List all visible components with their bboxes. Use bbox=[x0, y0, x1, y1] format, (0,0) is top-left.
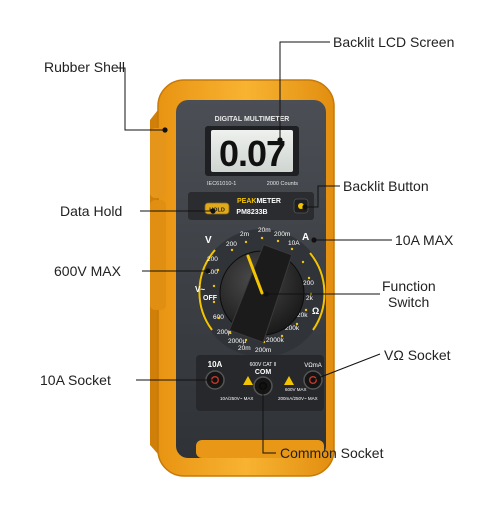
brand-meter: METER bbox=[256, 198, 281, 205]
callout-function-switch-line2: Switch bbox=[388, 294, 430, 310]
callout-common-socket: Common Socket bbox=[280, 445, 384, 461]
side-grip-lower bbox=[150, 200, 166, 310]
callout-lines bbox=[116, 41, 392, 454]
callout-function-switch-line1: Function bbox=[382, 278, 436, 294]
dial-ticks bbox=[212, 236, 313, 344]
callout-data-hold: Data Hold bbox=[60, 203, 123, 219]
dial-200m: 200m bbox=[274, 231, 290, 238]
dial-200ohm: 200 bbox=[303, 280, 314, 287]
shell-foot bbox=[196, 440, 324, 458]
lcd-reading: 0.07 bbox=[219, 133, 285, 174]
dot-10a-max bbox=[311, 237, 317, 243]
socket-com-label: COM bbox=[255, 369, 272, 376]
line-vohm bbox=[312, 353, 381, 381]
dot-function-switch bbox=[263, 291, 269, 297]
warning-icon-left bbox=[243, 376, 253, 385]
dial-arc-left bbox=[198, 249, 216, 331]
callout-600v-max: 600V MAX bbox=[54, 263, 121, 279]
dot-common bbox=[260, 383, 266, 389]
warning-icon-right bbox=[284, 376, 294, 385]
brand-logo: PEAKMETER bbox=[237, 198, 281, 205]
dial-20k: 20k bbox=[297, 312, 308, 319]
dial-2000u: 2000µ bbox=[228, 338, 246, 345]
dial-200m-b: 200m bbox=[255, 347, 271, 354]
dial-arc-right bbox=[309, 252, 326, 331]
line-lcd bbox=[279, 41, 330, 140]
side-grip bbox=[150, 128, 166, 198]
dial-v-ac: V~ bbox=[195, 285, 205, 294]
dial-a-dc: A bbox=[302, 232, 309, 243]
callout-dots bbox=[162, 127, 317, 389]
dial-v-dc: V bbox=[205, 235, 212, 246]
dot-backlit bbox=[302, 204, 308, 210]
dot-data-hold bbox=[210, 208, 216, 214]
function-switch-knob[interactable] bbox=[219, 244, 305, 344]
callout-10a-max: 10A MAX bbox=[395, 232, 454, 248]
callout-backlit-button: Backlit Button bbox=[343, 178, 429, 194]
brand-peak: PEAK bbox=[237, 198, 256, 205]
dial-off: OFF bbox=[203, 295, 218, 302]
dial-labels: V V~ OFF A 200 2m 20m 200m 10A 600 200 6… bbox=[195, 227, 319, 354]
line-backlit bbox=[305, 185, 340, 208]
dial-600a: 600 bbox=[207, 269, 218, 276]
dot-rubber-shell bbox=[162, 127, 168, 133]
device-header: DIGITAL MULTIMETER bbox=[215, 116, 290, 123]
max-200ma-text: 200mA/250V~ MAX bbox=[278, 396, 318, 401]
dial-20m-b: 20m bbox=[238, 345, 251, 352]
max-10a-text: 10A/250V~ MAX bbox=[220, 396, 253, 401]
callout-vohm-socket: VΩ Socket bbox=[384, 347, 451, 363]
counts-label: 2000 Counts bbox=[267, 181, 298, 187]
max-600v-text: 600V MAX bbox=[285, 387, 307, 392]
dial-200a: 200 bbox=[226, 241, 237, 248]
dot-600v-max bbox=[205, 268, 211, 274]
standard-label: IEC61010-1 bbox=[207, 181, 236, 187]
callout-backlit-lcd-screen: Backlit LCD Screen bbox=[333, 34, 455, 50]
dot-vohm bbox=[310, 377, 316, 383]
dial-ohm: Ω bbox=[312, 306, 319, 316]
line-common bbox=[262, 386, 276, 454]
dot-lcd bbox=[277, 137, 283, 143]
callout-10a-socket: 10A Socket bbox=[40, 372, 111, 388]
dial-10a: 10A bbox=[288, 240, 300, 247]
dial-2m: 2m bbox=[240, 231, 249, 238]
line-rubber-shell bbox=[116, 67, 165, 131]
hold-button-label: HOLD bbox=[209, 208, 225, 214]
lcd-screen bbox=[211, 130, 293, 172]
socket-10a-label: 10A bbox=[208, 360, 223, 369]
socket-vohm-label: VΩmA bbox=[304, 363, 322, 369]
dial-2000k: 2000k bbox=[266, 337, 284, 344]
dial-200u: 200µ bbox=[217, 329, 232, 336]
callout-rubber-shell: Rubber Shell bbox=[44, 59, 125, 75]
dial-200k: 200k bbox=[285, 325, 300, 332]
model-label: PM8233B bbox=[236, 209, 267, 216]
cat-label: 600V CAT II bbox=[250, 362, 277, 368]
dial-2k: 2k bbox=[306, 295, 314, 302]
dial-20m: 20m bbox=[258, 227, 271, 234]
dot-10a-socket bbox=[212, 377, 218, 383]
dial-200b: 200 bbox=[207, 256, 218, 263]
